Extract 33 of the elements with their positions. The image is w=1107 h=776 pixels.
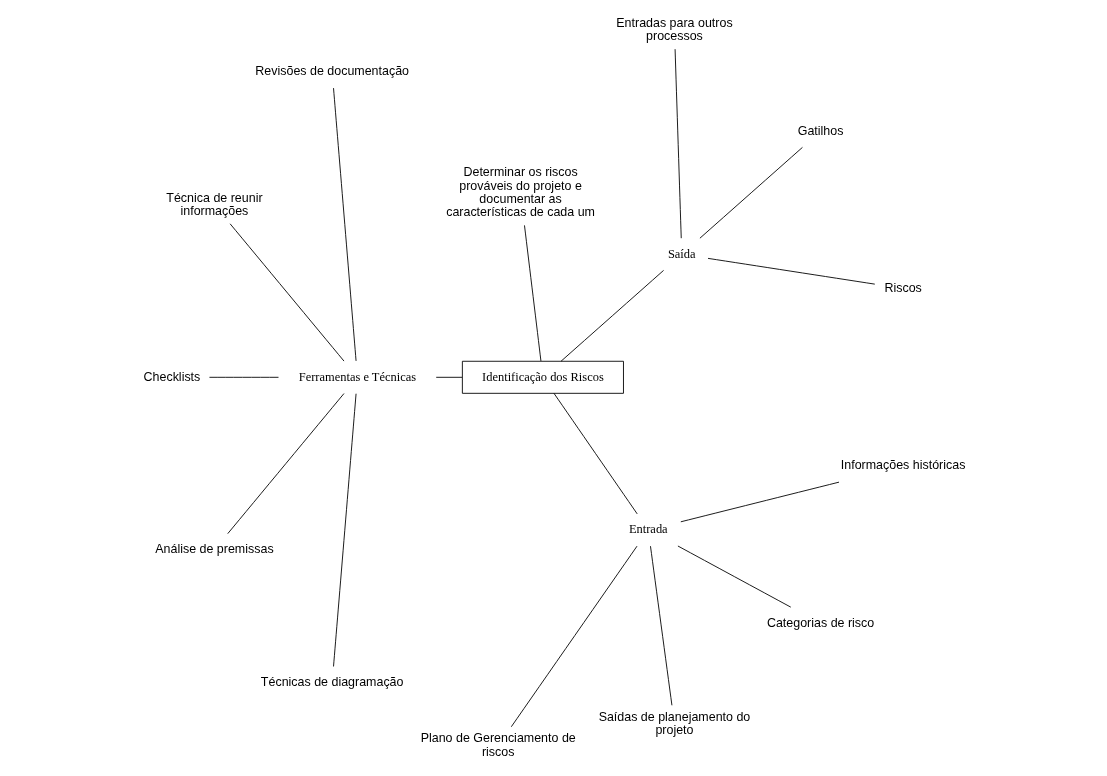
node-text: Análise de premissas xyxy=(154,542,274,556)
connector xyxy=(435,376,463,378)
connector xyxy=(676,545,791,608)
node-text: Checklists xyxy=(143,369,200,384)
node-box: Identificação dos Riscos xyxy=(461,360,624,394)
node-text: Técnica de reunir informações xyxy=(165,190,263,218)
connector xyxy=(208,376,279,378)
connector xyxy=(553,392,638,515)
connector xyxy=(649,545,672,706)
node-text: Técnicas de diagramação xyxy=(260,674,403,689)
connector xyxy=(332,393,356,667)
node-text: Revisões de documentação xyxy=(254,64,409,79)
node-text: Ferramentas e Técnicas xyxy=(298,369,416,384)
connector xyxy=(679,481,839,523)
node-text: Saídas de planejamento do projeto xyxy=(598,709,750,738)
connector xyxy=(707,257,875,285)
connector xyxy=(560,269,664,362)
node-text: Gatilhos xyxy=(797,123,843,138)
node-text: Plano de Gerenciamento de riscos xyxy=(420,731,576,759)
node-text: Determinar os riscos prováveis do projeto e documentar as características de cada um xyxy=(445,165,595,220)
node-text: Categorias de risco xyxy=(766,615,874,630)
node-text: Saída xyxy=(667,246,696,261)
connector xyxy=(332,87,356,362)
connector xyxy=(523,224,541,362)
node-text: Informações históricas xyxy=(840,458,965,473)
connector xyxy=(226,393,344,535)
connector xyxy=(510,545,637,728)
node-text: Entrada xyxy=(628,522,668,537)
node-text: Riscos xyxy=(883,280,922,295)
node-text: Entradas para outros processos xyxy=(615,16,733,44)
connector xyxy=(229,223,344,362)
connector xyxy=(698,146,803,239)
connector xyxy=(674,48,682,239)
